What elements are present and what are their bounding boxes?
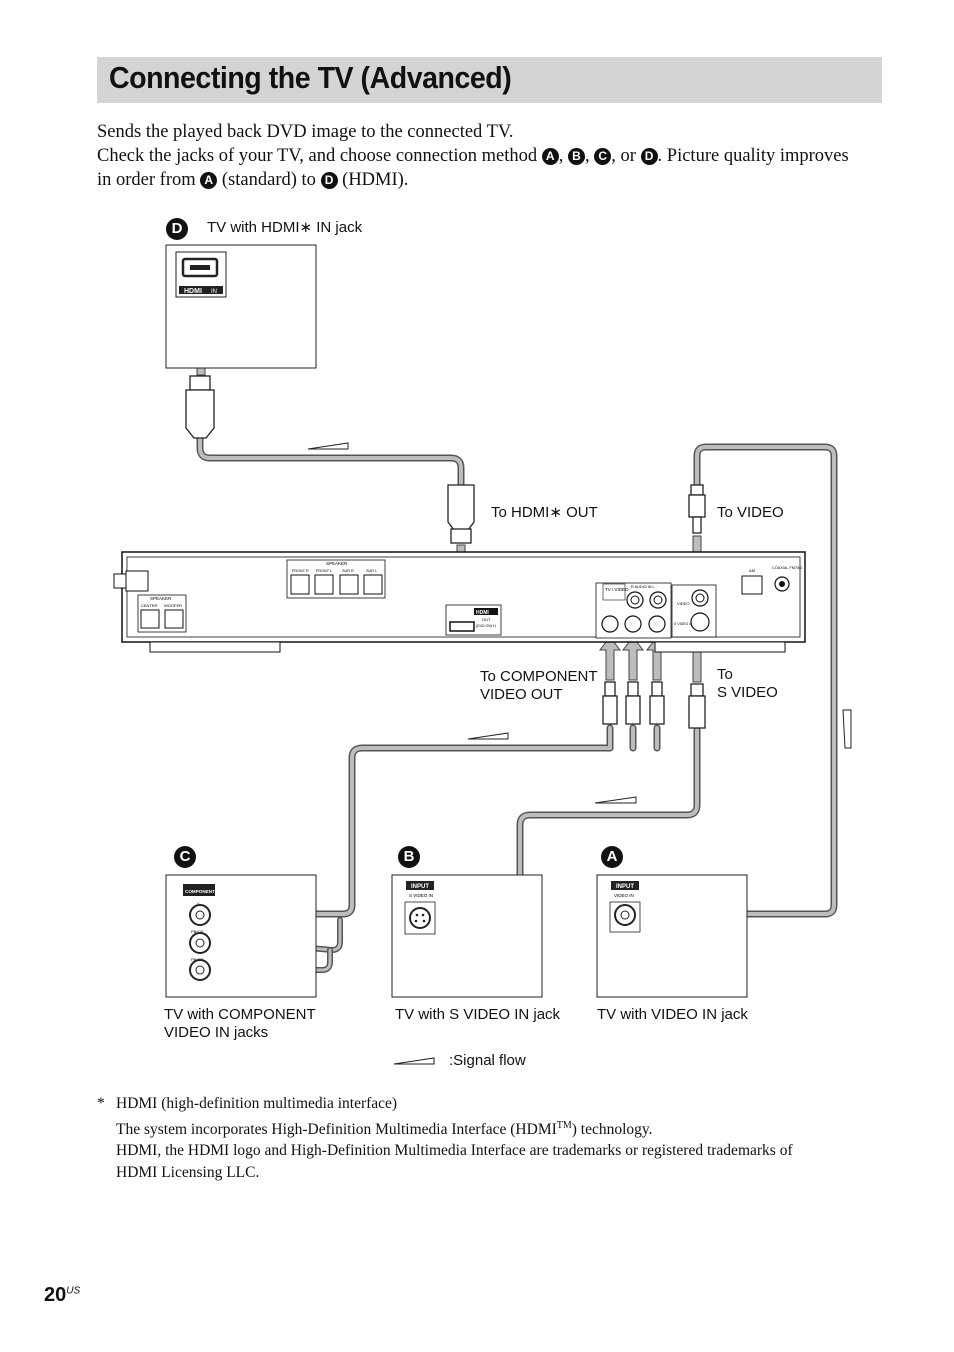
intro-line-2: Check the jacks of your TV, and choose c… <box>97 144 897 168</box>
y-label: Y <box>197 901 200 906</box>
page-number: 20US <box>44 1284 80 1307</box>
tv-panel-component: COMPONENT VIDEO IN Y PB/CB PR/CR <box>165 874 317 998</box>
signal-flow-arrows <box>307 442 852 1065</box>
coaxial-label: COAXIAL FM75Ω <box>772 566 802 570</box>
hdmi-logo-text: HDMI <box>184 288 202 295</box>
badge-b-large: B <box>398 846 420 868</box>
dvd-only-label: (DVD ONLY) <box>476 624 496 628</box>
label-tv-hdmi: TV with HDMI∗ IN jack <box>207 219 363 236</box>
badge-a-large: A <box>601 846 623 868</box>
hdmi-plug-tv-head <box>189 375 211 391</box>
speaker-label-top: SPEAKER <box>326 561 348 566</box>
footnote: * HDMI (high-definition multimedia inter… <box>97 1093 877 1183</box>
component-in-label: COMPONENT VIDEO IN <box>185 889 237 894</box>
badge-b: B <box>568 148 585 165</box>
front-l-label: FRONT L <box>316 569 332 573</box>
input-label-b: INPUT <box>411 884 429 890</box>
label-tv-svideo: TV with S VIDEO IN jack <box>395 1006 561 1023</box>
main-unit-rear-panel: SPEAKER CENTER WOOFER SPEAKER FRONT R FR… <box>113 551 806 653</box>
front-r-label: FRONT R <box>292 569 309 573</box>
woofer-label: WOOFER <box>164 603 182 608</box>
page-title: Connecting the TV (Advanced) <box>109 60 512 95</box>
intro-line-1: Sends the played back DVD image to the c… <box>97 122 514 142</box>
video-in-label: VIDEO IN <box>614 893 634 898</box>
label-tv-video: TV with VIDEO IN jack <box>597 1006 748 1023</box>
intro-sep-1: , <box>558 146 564 166</box>
label-to-video: To VIDEO <box>717 504 784 521</box>
tv-panel-svideo: INPUT S VIDEO IN <box>391 874 543 998</box>
label-to-component-line2: VIDEO OUT <box>480 686 563 703</box>
intro-line-3-mid: (standard) to <box>221 170 316 190</box>
hdmi-in-text: IN <box>211 289 217 295</box>
intro-line-3: in order from A (standard) to D (HDMI). <box>97 168 897 192</box>
center-label: CENTER <box>141 603 158 608</box>
footnote-line-4: HDMI Licensing LLC. <box>116 1163 260 1181</box>
intro-line-2-end: . Picture quality improves <box>657 146 849 166</box>
footnote-line-3: HDMI, the HDMI logo and High-Definition … <box>116 1142 793 1160</box>
s-video-in-label: S VIDEO IN <box>409 893 433 898</box>
label-to-hdmi-out: To HDMI∗ OUT <box>491 504 598 521</box>
intro-line-3-end: (HDMI). <box>342 170 409 190</box>
badge-a: A <box>541 148 559 165</box>
intro-line-3-start: in order from <box>97 170 196 190</box>
tv-video-label: TV / VIDEO <box>605 587 629 592</box>
label-to-svideo-line2: S VIDEO <box>717 684 778 701</box>
label-signal-flow: :Signal flow <box>449 1052 526 1069</box>
badge-c-large: C <box>174 846 196 868</box>
label-tv-component-line2: VIDEO IN jacks <box>164 1024 269 1041</box>
input-label-a: INPUT <box>616 884 634 890</box>
label-to-component: To COMPONENT VIDEO OUT <box>480 668 598 704</box>
tv-panel-video: INPUT VIDEO IN <box>596 874 748 998</box>
page-number-suffix: US <box>66 1285 81 1297</box>
title-bar: Connecting the TV (Advanced) <box>97 57 882 103</box>
footnote-line-2-end: ) technology. <box>571 1120 653 1138</box>
footnote-line-1: HDMI (high-definition multimedia interfa… <box>116 1095 398 1112</box>
footnote-line-2: The system incorporates High-Definition … <box>116 1115 877 1141</box>
badge-d-large: D <box>166 218 188 240</box>
pb-label: PB/CB <box>191 929 203 934</box>
footnote-star: * <box>97 1095 105 1112</box>
signal-flow-legend-icon <box>393 1057 435 1065</box>
intro-sep-3: , or <box>611 146 636 166</box>
sur-l-label: SUR L <box>366 569 377 573</box>
am-label: AM <box>749 568 755 573</box>
trademark-sup: TM <box>556 1119 572 1131</box>
audio-in-label: R AUDIO IN L <box>631 585 655 589</box>
sur-r-label: SUR R <box>342 569 354 573</box>
unit-hdmi-logo: HDMI <box>476 610 489 616</box>
cables <box>196 434 838 973</box>
video-out-label: VIDEO <box>677 601 689 606</box>
footnote-line-2-start: The system incorporates High-Definition … <box>116 1120 557 1138</box>
label-tv-component-line1: TV with COMPONENT <box>164 1006 316 1023</box>
label-to-svideo-line1: To <box>717 666 733 683</box>
hdmi-out-label: OUT <box>482 617 491 622</box>
badge-d-2: D <box>320 172 338 189</box>
speaker-label-left: SPEAKER <box>150 596 172 601</box>
label-to-component-line1: To COMPONENT <box>480 668 598 685</box>
intro-text: Sends the played back DVD image to the c… <box>97 120 897 192</box>
badge-c: C <box>594 148 612 165</box>
s-video-out-label: S VIDEO OUT <box>674 622 697 626</box>
page-number-value: 20 <box>44 1284 67 1306</box>
label-to-svideo: To S VIDEO <box>717 666 778 702</box>
intro-sep-2: , <box>585 146 590 166</box>
intro-line-2-start: Check the jacks of your TV, and choose c… <box>97 146 538 166</box>
badge-d: D <box>640 148 658 165</box>
badge-a-2: A <box>200 172 218 189</box>
label-tv-component: TV with COMPONENT VIDEO IN jacks <box>164 1006 316 1042</box>
tv-panel-hdmi: HDMI IN <box>165 244 317 369</box>
